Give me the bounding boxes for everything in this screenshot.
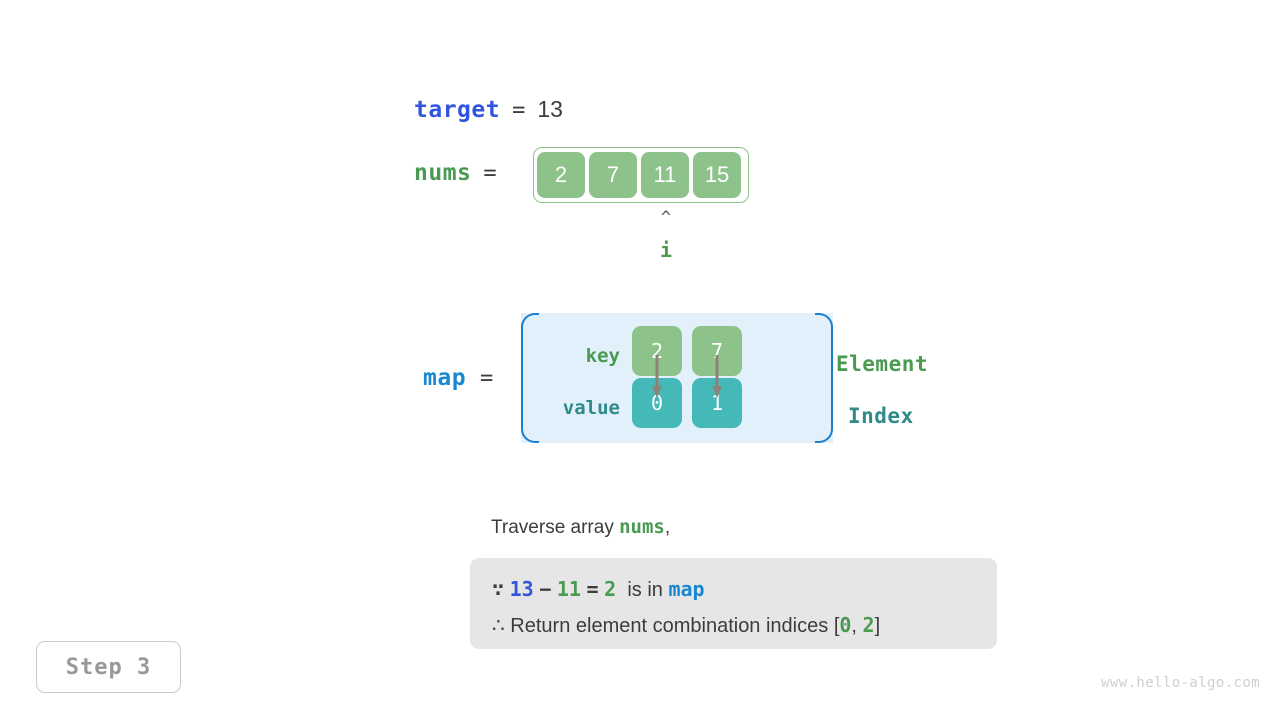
note-index-b: 2: [862, 613, 875, 637]
nums-cell: 15: [693, 152, 741, 198]
description-text: Traverse array nums,: [491, 516, 670, 539]
map-value-cell: 0: [632, 378, 682, 428]
nums-array-container: 2 7 11 15: [533, 147, 749, 203]
target-equals-sign: =: [512, 98, 526, 123]
bracket-close: ]: [874, 615, 881, 637]
map-key-cell: 2: [632, 326, 682, 376]
pointer-label-i: i: [659, 238, 673, 262]
note-comma: ,: [851, 615, 857, 637]
map-row: map =: [423, 365, 493, 391]
target-variable-label: target: [414, 97, 501, 123]
note-map-ref: map: [668, 577, 705, 601]
map-variable-label: map: [423, 365, 467, 391]
note-line-1: ∵ 13 − 11 = 2 is in map: [492, 571, 975, 607]
nums-variable-label: nums: [414, 160, 472, 186]
caret-up-icon: ^: [660, 208, 672, 228]
map-row-labels: key value: [548, 330, 620, 434]
description-code-nums: nums: [619, 516, 665, 538]
note-target-value: 13: [509, 577, 534, 601]
step-badge: Step 3: [36, 641, 181, 693]
legend-element-label: Element: [836, 352, 929, 376]
note-current-num: 11: [556, 577, 581, 601]
note-index-a: 0: [839, 613, 852, 637]
therefore-symbol: ∴: [492, 615, 505, 637]
note-minus-sign: −: [539, 577, 552, 601]
map-bracket-left-icon: [521, 313, 539, 443]
because-symbol: ∵: [492, 577, 505, 601]
nums-row: nums =: [414, 160, 497, 186]
note-line-2: ∴ Return element combination indices [0,…: [492, 607, 975, 643]
note-is-in-text: is in: [627, 579, 663, 601]
nums-cell: 7: [589, 152, 637, 198]
target-row: target = 13: [414, 96, 563, 123]
target-value: 13: [537, 96, 563, 122]
step-badge-label: Step 3: [65, 654, 152, 680]
map-legend: Element Index: [836, 338, 928, 442]
nums-cell: 2: [537, 152, 585, 198]
description-prefix: Traverse array: [491, 517, 620, 538]
map-value-row-label: value: [562, 397, 620, 419]
map-equals-sign: =: [480, 366, 494, 391]
nums-cell: 11: [641, 152, 689, 198]
description-suffix: ,: [664, 517, 671, 538]
note-result-value: 2: [604, 577, 617, 601]
map-value-cell: 1: [692, 378, 742, 428]
map-key-cell: 7: [692, 326, 742, 376]
map-key-row-label: key: [585, 345, 620, 367]
note-box: ∵ 13 − 11 = 2 is in map ∴ Return element…: [470, 558, 997, 649]
bracket-open: [: [833, 615, 840, 637]
index-pointer: ^ i: [646, 208, 686, 264]
map-entry-column: 2 0: [632, 326, 682, 428]
map-entries: 2 0 7 1: [632, 326, 742, 428]
note-equals-sign: =: [586, 577, 599, 601]
map-bracket-right-icon: [815, 313, 833, 443]
map-entry-column: 7 1: [692, 326, 742, 428]
note-return-text: Return element combination indices: [510, 615, 829, 637]
legend-index-label: Index: [848, 404, 914, 428]
nums-equals-sign: =: [483, 160, 497, 186]
watermark: www.hello-algo.com: [1101, 675, 1260, 691]
